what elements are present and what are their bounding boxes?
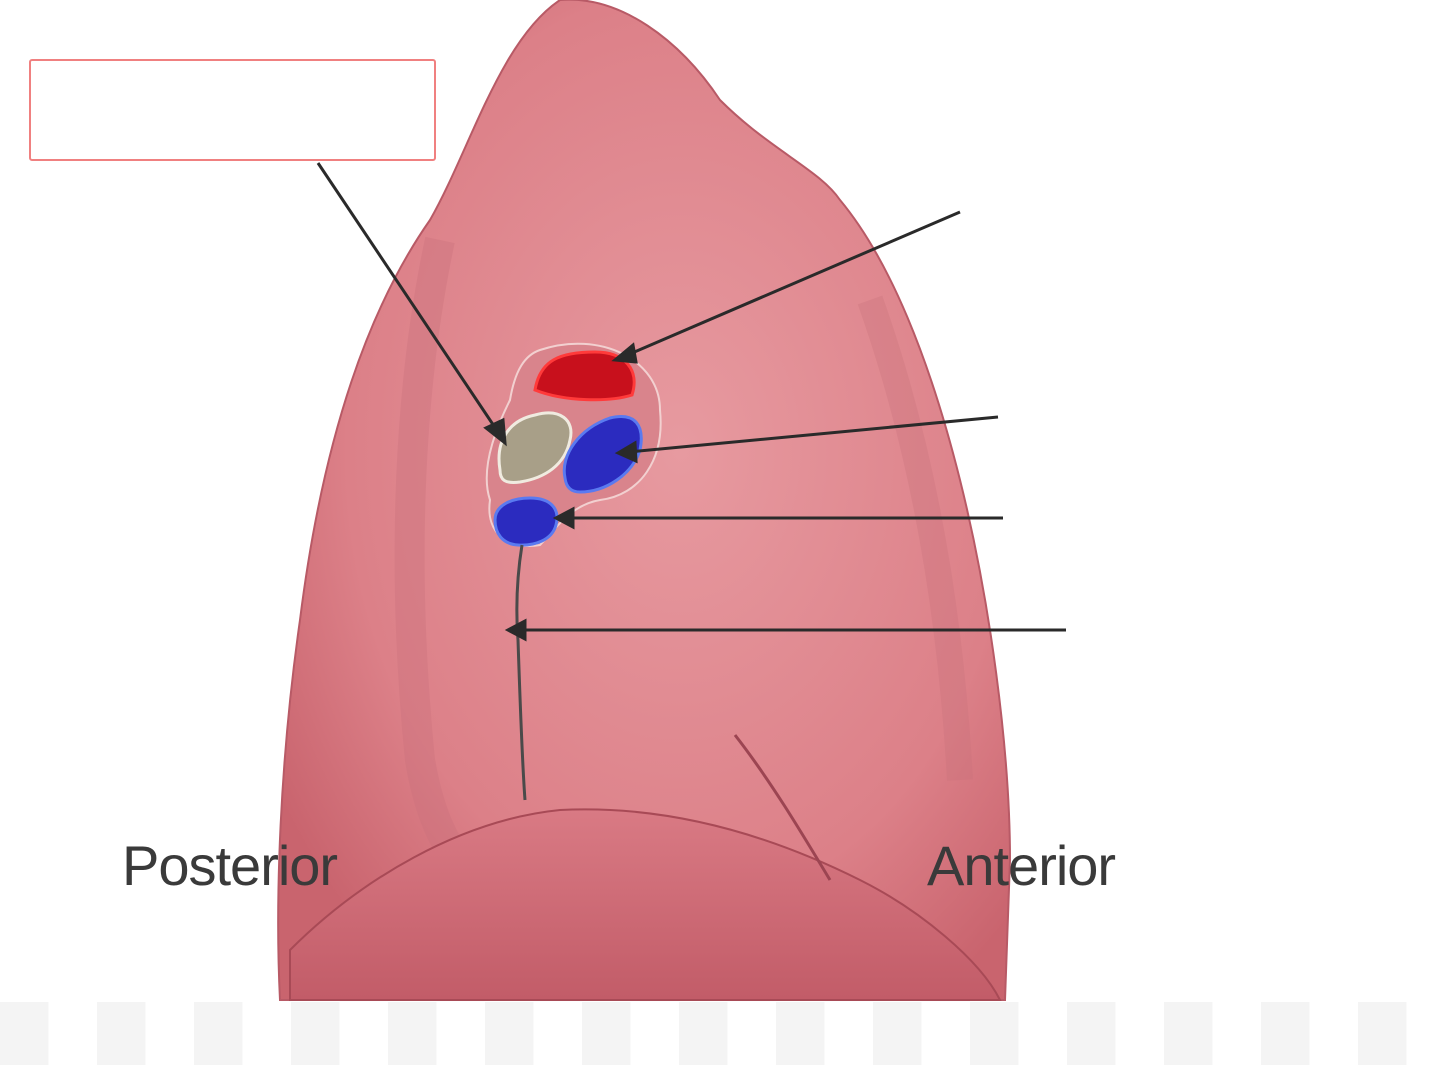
arrow-bronchus [316,162,502,436]
transparency-checker-strip [0,1002,1440,1065]
arrow-artery [624,210,961,358]
pointer-arrows [316,162,1066,642]
pulmonary-artery [533,350,636,402]
posterior-label: Posterior [122,834,338,897]
lung-shape [277,0,1012,1001]
inferior-pulmonary-vein [493,496,559,547]
pulmonary-ligament [515,544,527,801]
diaphragmatic-surface [289,808,1002,1001]
anterior-label: Anterior [927,834,1116,897]
arrow-superior-vein [627,415,999,454]
answer-label-box[interactable] [29,59,436,161]
main-bronchus [497,411,573,484]
